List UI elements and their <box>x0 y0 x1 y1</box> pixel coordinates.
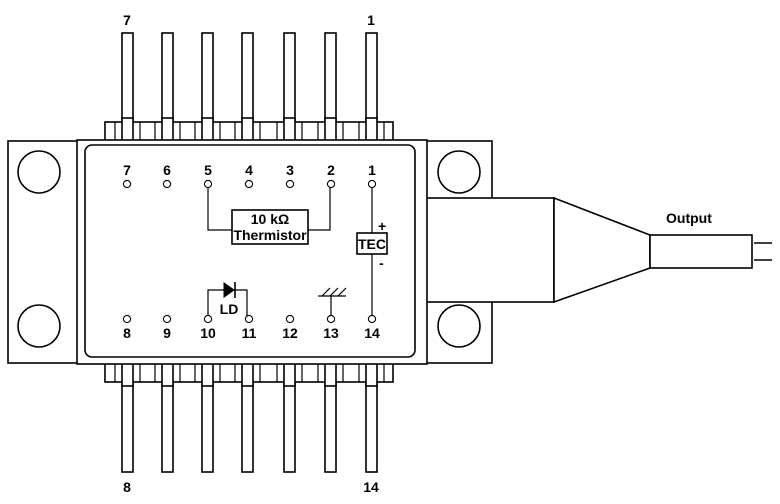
top-lead-frame <box>104 117 394 143</box>
inner-pin-labels-bottom: 8 9 10 11 12 13 14 <box>123 325 380 341</box>
mounting-hole-bottom-right <box>437 304 481 348</box>
pin-label-bottom: 8 <box>123 325 131 341</box>
outer-label-top-right: 1 <box>367 12 375 28</box>
pin-label-top: 4 <box>245 162 253 178</box>
tec-label: TEC <box>358 236 386 252</box>
pin-label-bottom: 9 <box>163 325 171 341</box>
pin-label-bottom: 10 <box>200 325 216 341</box>
mounting-hole-top-right <box>437 150 481 194</box>
pin-label-bottom: 11 <box>242 325 257 341</box>
outer-label-top-left: 7 <box>123 12 131 28</box>
thermistor-value: 10 kΩ <box>251 211 289 227</box>
pin-label-top: 2 <box>327 162 335 178</box>
inner-pads-bottom <box>122 314 377 324</box>
thermistor-wire-pin5 <box>207 186 233 231</box>
pin-label-top: 3 <box>286 162 294 178</box>
internal-circuit: 10 kΩ Thermistor TEC + - LD <box>207 186 388 317</box>
pin-label-top: 7 <box>123 162 131 178</box>
mounting-hole-bottom-left <box>17 304 61 348</box>
pin-label-bottom: 13 <box>323 325 339 341</box>
inner-pads-top <box>122 179 377 189</box>
tec-minus: - <box>379 255 384 271</box>
pin-label-bottom: 12 <box>282 325 298 341</box>
mounting-hole-top-left <box>17 150 61 194</box>
pin-label-top: 5 <box>204 162 212 178</box>
output-label: Output <box>666 210 712 226</box>
pin-label-top: 1 <box>368 162 376 178</box>
pin-label-bottom: 14 <box>364 325 380 341</box>
thermistor-wire-pin2 <box>307 186 331 231</box>
pin-label-top: 6 <box>163 162 171 178</box>
tec-plus: + <box>378 218 386 234</box>
top-outer-leads <box>121 32 378 142</box>
fiber-output: Output <box>411 196 772 304</box>
bottom-lead-frame <box>104 361 394 387</box>
ld-label: LD <box>220 301 239 317</box>
outer-label-bottom-right: 14 <box>363 479 379 495</box>
outer-label-bottom-left: 8 <box>123 479 131 495</box>
thermistor-text: Thermistor <box>233 227 307 243</box>
laser-diode-icon <box>223 282 235 298</box>
ground-symbol-icon <box>318 287 347 297</box>
inner-pin-labels-top: 7 6 5 4 3 2 1 <box>123 162 376 178</box>
tec-box <box>356 232 388 255</box>
package-lid <box>84 144 416 358</box>
thermistor-box <box>231 209 309 245</box>
